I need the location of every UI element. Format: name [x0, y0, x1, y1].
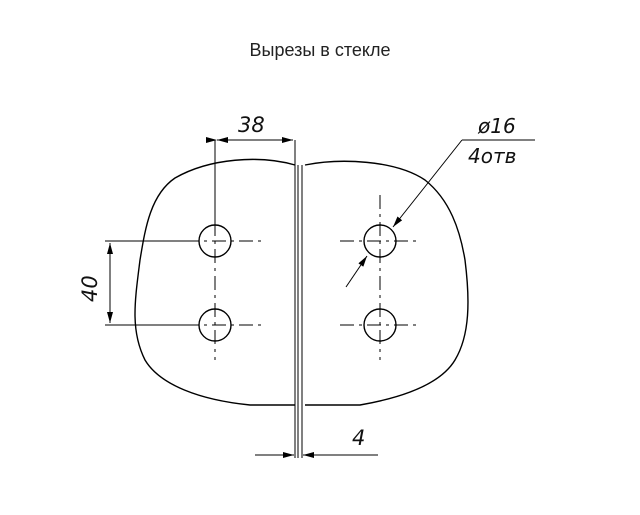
diagram-title: Вырезы в стекле [249, 40, 391, 60]
diameter-leader-tail [345, 255, 368, 288]
dim-38-label: 38 [238, 113, 265, 137]
hole-count-label: 4отв [468, 144, 516, 168]
diameter-leader-line [392, 139, 463, 228]
hole-bottom-left [198, 308, 232, 342]
hole-bottom-right [363, 308, 397, 342]
left-glass-outline [134, 158, 296, 406]
right-glass-outline [304, 160, 469, 406]
dim-4-label: 4 [352, 426, 365, 450]
hole-top-right [363, 224, 397, 258]
dim-40-label: 40 [78, 275, 102, 302]
hole-diameter-label: ø16 [477, 114, 516, 138]
